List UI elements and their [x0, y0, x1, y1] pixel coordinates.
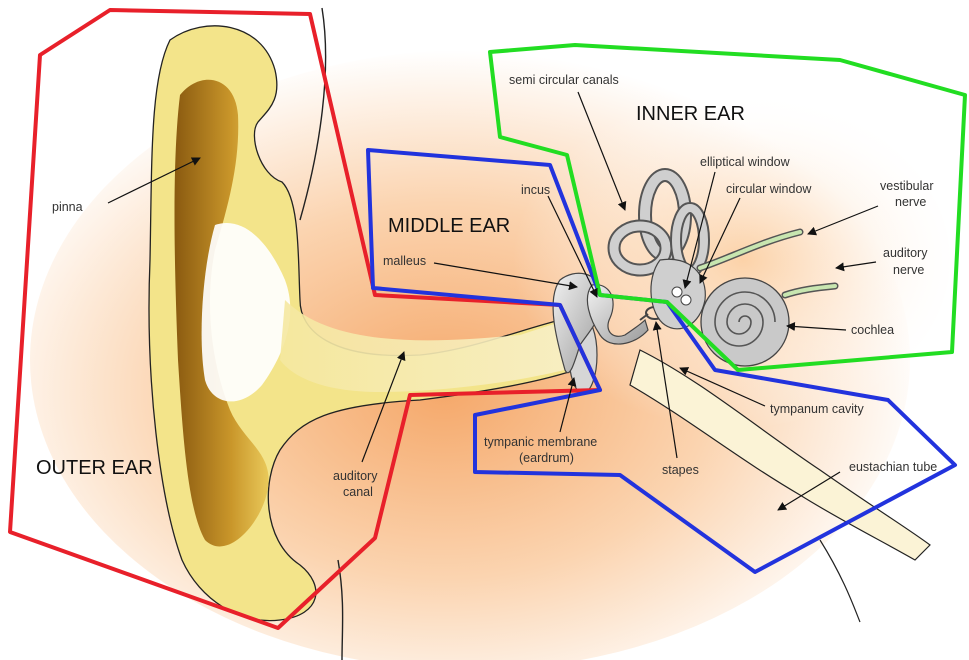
stapes-label: stapes	[662, 463, 699, 477]
circular-window-label: circular window	[726, 182, 812, 196]
auditory-canal-label-line1: auditory	[333, 469, 378, 483]
elliptical-window-label: elliptical window	[700, 155, 791, 169]
tympanum-cavity-label: tympanum cavity	[770, 402, 865, 416]
middle-ear-label: MIDDLE EAR	[388, 215, 510, 237]
semicircular-canals-label: semi circular canals	[509, 73, 619, 87]
vestibular-nerve-label-line2: nerve	[895, 195, 926, 209]
malleus-label: malleus	[383, 254, 426, 268]
tympanic-membrane-label-line1: tympanic membrane	[484, 435, 597, 449]
circular-window-shape	[681, 295, 691, 305]
lower-contour-line	[820, 540, 860, 622]
incus-label: incus	[521, 183, 550, 197]
auditory-nerve-label-line2: nerve	[893, 263, 924, 277]
auditory-nerve-label-line1: auditory	[883, 246, 928, 260]
auditory-canal-label-line2: canal	[343, 485, 373, 499]
pinna-label: pinna	[52, 200, 83, 214]
elliptical-window-shape	[672, 287, 682, 297]
vestibular-nerve-label-line1: vestibular	[880, 179, 934, 193]
cochlea-label: cochlea	[851, 323, 894, 337]
outer-ear-label: OUTER EAR	[36, 457, 153, 479]
tympanic-membrane-label-line2: (eardrum)	[519, 451, 574, 465]
cochlea-shape	[701, 278, 789, 366]
inner-ear-label: INNER EAR	[636, 103, 745, 125]
eustachian-tube-label: eustachian tube	[849, 460, 937, 474]
